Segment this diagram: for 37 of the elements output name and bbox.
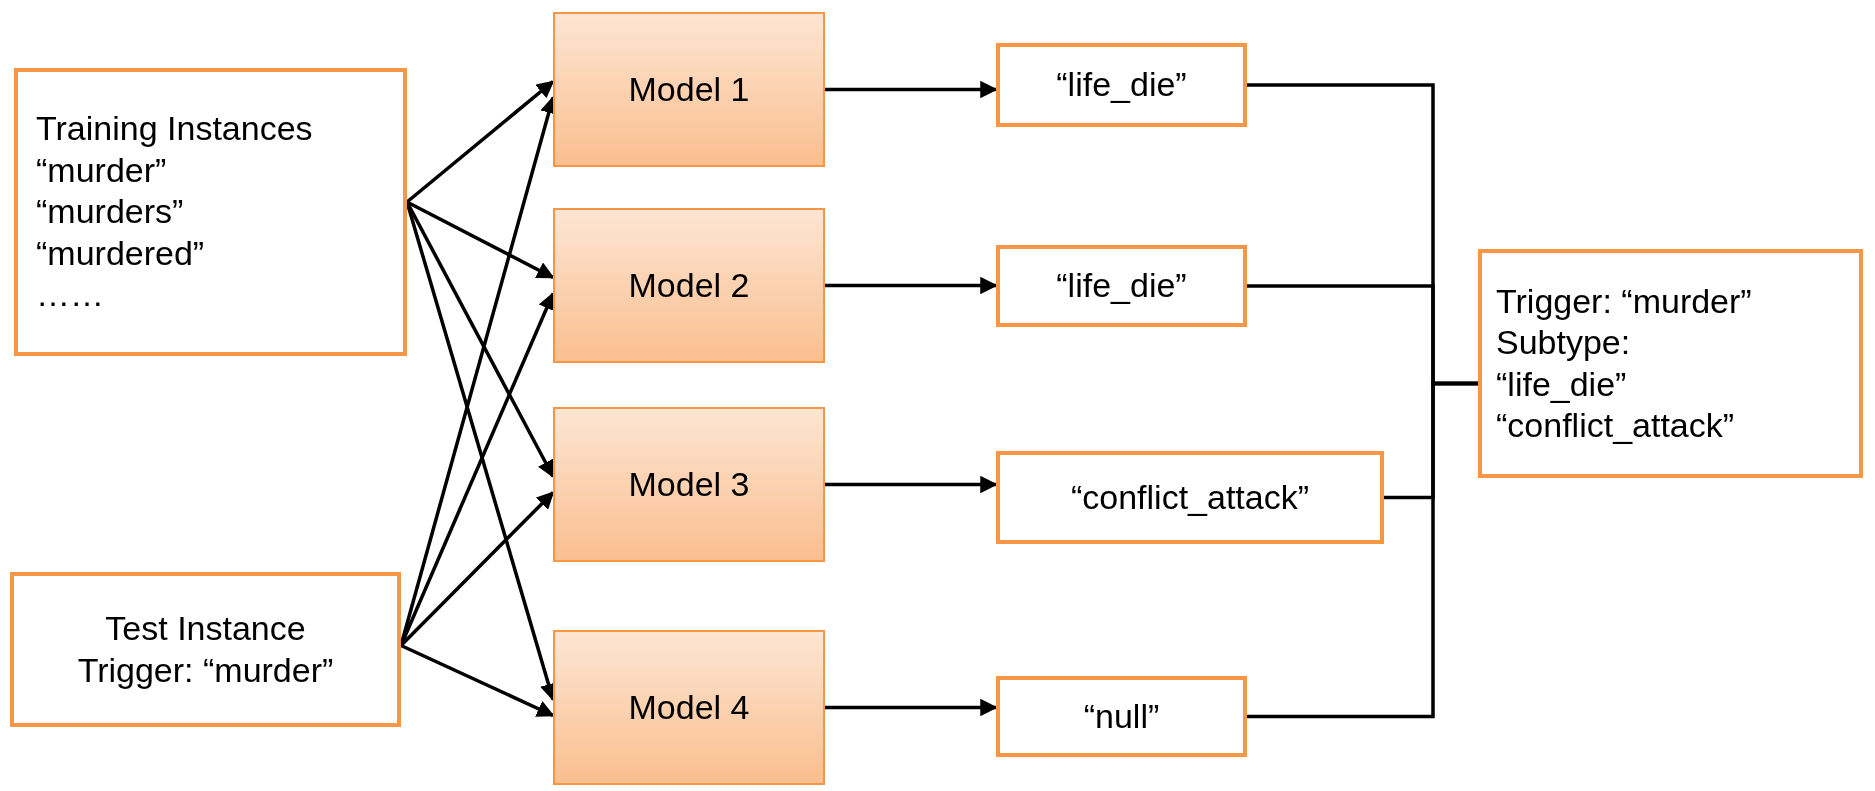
input-box	[10, 572, 401, 727]
arrow	[825, 276, 998, 295]
node-label: “conflict_attack”	[1496, 404, 1735, 446]
node-label: Subtype:	[1496, 322, 1631, 364]
model-box	[553, 208, 825, 363]
arrow	[400, 643, 555, 718]
model-box	[553, 12, 825, 167]
output-box	[996, 245, 1247, 327]
node-label: Model 3	[628, 463, 750, 505]
input-box	[14, 68, 407, 356]
node-label: “life_die”	[1496, 363, 1627, 405]
output-box	[996, 676, 1247, 757]
node-label: “null”	[1083, 695, 1160, 737]
node-label: “life_die”	[1056, 265, 1187, 307]
node-label: Training Instances	[36, 108, 313, 150]
arrow	[825, 80, 998, 99]
node-label: “conflict_attack”	[1070, 476, 1310, 518]
node-label: Test Instance	[105, 608, 306, 650]
output-box	[996, 43, 1247, 127]
node-label: Trigger: “murder”	[77, 649, 334, 691]
node-label: Model 2	[628, 264, 750, 306]
arrow	[406, 200, 555, 280]
node-label: Trigger: “murder”	[1496, 280, 1752, 322]
connector-line	[1247, 381, 1478, 719]
node-label: “murders”	[36, 191, 184, 233]
node-label: “murder”	[36, 149, 167, 191]
arrow	[825, 698, 998, 717]
node-label: Model 1	[628, 68, 750, 110]
node-label: “life_die”	[1056, 64, 1187, 106]
model-box	[553, 630, 825, 785]
result-box	[1478, 249, 1863, 478]
node-label: ……	[36, 274, 104, 316]
node-label: Model 4	[628, 686, 750, 728]
arrow	[825, 475, 998, 494]
model-box	[553, 407, 825, 562]
output-box	[996, 451, 1384, 544]
node-label: “murdered”	[36, 232, 205, 274]
